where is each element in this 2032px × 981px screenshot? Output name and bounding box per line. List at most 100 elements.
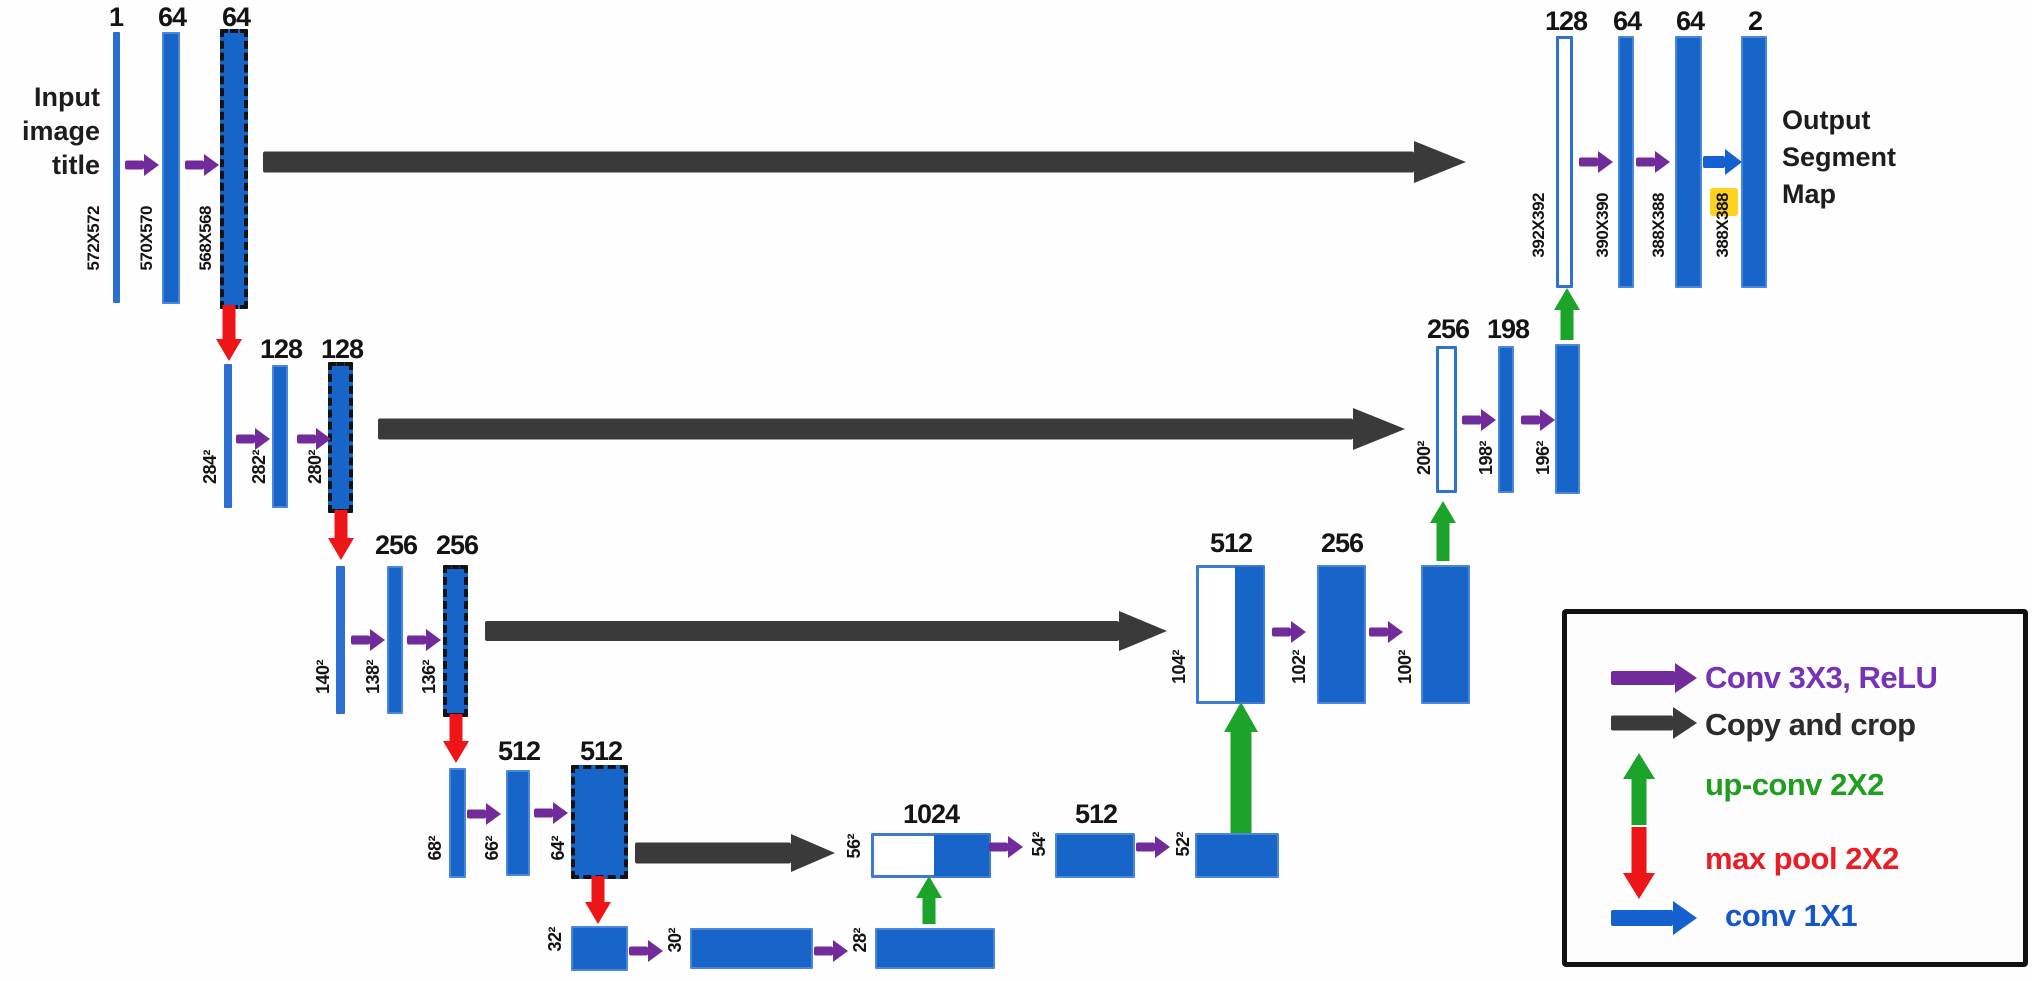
- size-label: 52²: [1173, 832, 1193, 857]
- feature-map-bar: [571, 926, 628, 971]
- conv3x3-arrow: [814, 940, 848, 962]
- feature-map-bar: [336, 566, 345, 714]
- conv3x3-arrow: [407, 629, 441, 651]
- maxpool-arrow: [216, 305, 242, 361]
- channels-label: 512: [1209, 528, 1253, 558]
- conv3x3-arrow: [1136, 836, 1170, 858]
- output-segment-map-label: Output Segment Map: [1782, 102, 1896, 213]
- conv3x3-arrow: [629, 940, 663, 962]
- channels-label: 64: [1612, 6, 1642, 36]
- channels-label: 512: [579, 736, 623, 766]
- feature-map-bar: [1055, 833, 1135, 878]
- conv3x3-arrow: [1369, 621, 1403, 643]
- feature-map-bar: [272, 365, 288, 508]
- size-label: 200²: [1414, 441, 1434, 476]
- copy-crop-arrow: [485, 611, 1167, 651]
- concat-feature-map-bar: [871, 833, 991, 878]
- conv3x3-arrow: [1521, 409, 1555, 431]
- conv3x3-arrow: [534, 802, 568, 824]
- size-label: 198²: [1476, 441, 1496, 476]
- channels-label: 256: [1426, 314, 1470, 344]
- feature-map-bar: [690, 928, 813, 969]
- feature-map-bar-cropped: [328, 362, 353, 513]
- upconv-arrow: [1553, 288, 1581, 340]
- feature-map-bar: [113, 32, 120, 303]
- output-label-line2: Segment: [1782, 142, 1897, 172]
- size-label: 104²: [1169, 650, 1189, 685]
- size-label: 282²: [249, 450, 269, 485]
- size-label: 388X388: [1649, 193, 1668, 258]
- feature-map-bar-cropped: [220, 29, 248, 309]
- size-label: 570X570: [137, 206, 156, 271]
- size-label: 196²: [1533, 441, 1553, 476]
- size-label: 54²: [1029, 832, 1049, 857]
- size-label: 64²: [548, 836, 568, 861]
- conv3x3-arrow: [1636, 151, 1670, 173]
- legend-label-copy-crop: Copy and crop: [1705, 707, 1916, 742]
- upconv-arrow: [1430, 501, 1456, 561]
- concat-feature-map-bar: [1556, 36, 1573, 288]
- size-label: 138²: [363, 660, 383, 695]
- size-label: 284²: [200, 450, 220, 485]
- copy-crop-arrow: [263, 141, 1466, 183]
- channels-label: 198: [1486, 314, 1530, 344]
- input-label-line3: title: [51, 150, 100, 180]
- upconv-arrow: [916, 876, 942, 924]
- size-label: 102²: [1289, 650, 1309, 685]
- channels-label: 2: [1747, 6, 1763, 36]
- legend-label-upconv: up-conv 2X2: [1705, 767, 1884, 802]
- conv3x3-arrow: [185, 154, 219, 176]
- feature-map-bar: [387, 566, 403, 714]
- output-label-line3: Map: [1782, 179, 1836, 209]
- channels-label: 256: [1320, 528, 1364, 558]
- channels-label: 64: [221, 2, 251, 32]
- size-label: 568X568: [196, 206, 215, 271]
- copy-crop-legend-arrow: [1611, 707, 1697, 739]
- conv3x3-arrow: [297, 428, 331, 450]
- channels-label: 128: [320, 334, 364, 364]
- size-label: 68²: [425, 836, 445, 861]
- copy-crop-arrow: [635, 834, 835, 872]
- conv3x3-arrow: [1272, 621, 1306, 643]
- size-label: 392X392: [1529, 193, 1548, 258]
- feature-map-bar: [1498, 346, 1514, 493]
- feature-map-bar: [1421, 565, 1470, 704]
- conv3x3-arrow: [1462, 409, 1496, 431]
- size-label: 30²: [665, 928, 685, 953]
- conv1x1-arrow: [1703, 148, 1742, 176]
- conv3x3-arrow: [1579, 151, 1613, 173]
- size-label: 572X572: [84, 206, 103, 271]
- channels-label: 128: [1544, 6, 1588, 36]
- maxpool-arrow: [328, 510, 354, 560]
- legend-label-conv3x3: Conv 3X3, ReLU: [1705, 660, 1938, 695]
- channels-label: 512: [497, 736, 541, 766]
- legend-box: Conv 3X3, ReLU Copy and crop up-conv 2X2…: [1562, 609, 2028, 967]
- feature-map-bar-cropped: [443, 565, 468, 717]
- maxpool-legend-arrow: [1623, 827, 1655, 899]
- upconv-arrow-large: [1224, 702, 1258, 834]
- size-label: 140²: [313, 660, 333, 695]
- feature-map-bar: [1675, 36, 1702, 288]
- channels-label: 512: [1074, 799, 1118, 829]
- feature-map-bar: [1195, 833, 1279, 878]
- legend-label-conv1x1: conv 1X1: [1725, 898, 1858, 933]
- feature-map-bar: [506, 770, 530, 876]
- yellow-highlight: [1710, 188, 1738, 216]
- conv3x3-legend-arrow: [1611, 663, 1697, 693]
- size-label: 28²: [850, 928, 870, 953]
- channels-label: 64: [157, 2, 187, 32]
- conv3x3-arrow: [351, 629, 385, 651]
- channels-label: 256: [374, 530, 418, 560]
- upconv-legend-arrow: [1623, 753, 1655, 825]
- maxpool-arrow: [585, 876, 611, 924]
- upconv-half: [1235, 567, 1263, 702]
- channels-label: 1024: [902, 799, 960, 829]
- conv3x3-arrow: [236, 428, 270, 450]
- output-feature-map-bar: [1741, 36, 1767, 288]
- size-label: 280²: [305, 450, 325, 485]
- channels-label: 128: [259, 334, 303, 364]
- input-label-line1: Input: [34, 82, 100, 112]
- feature-map-bar: [875, 928, 995, 969]
- feature-map-bar: [1618, 36, 1634, 288]
